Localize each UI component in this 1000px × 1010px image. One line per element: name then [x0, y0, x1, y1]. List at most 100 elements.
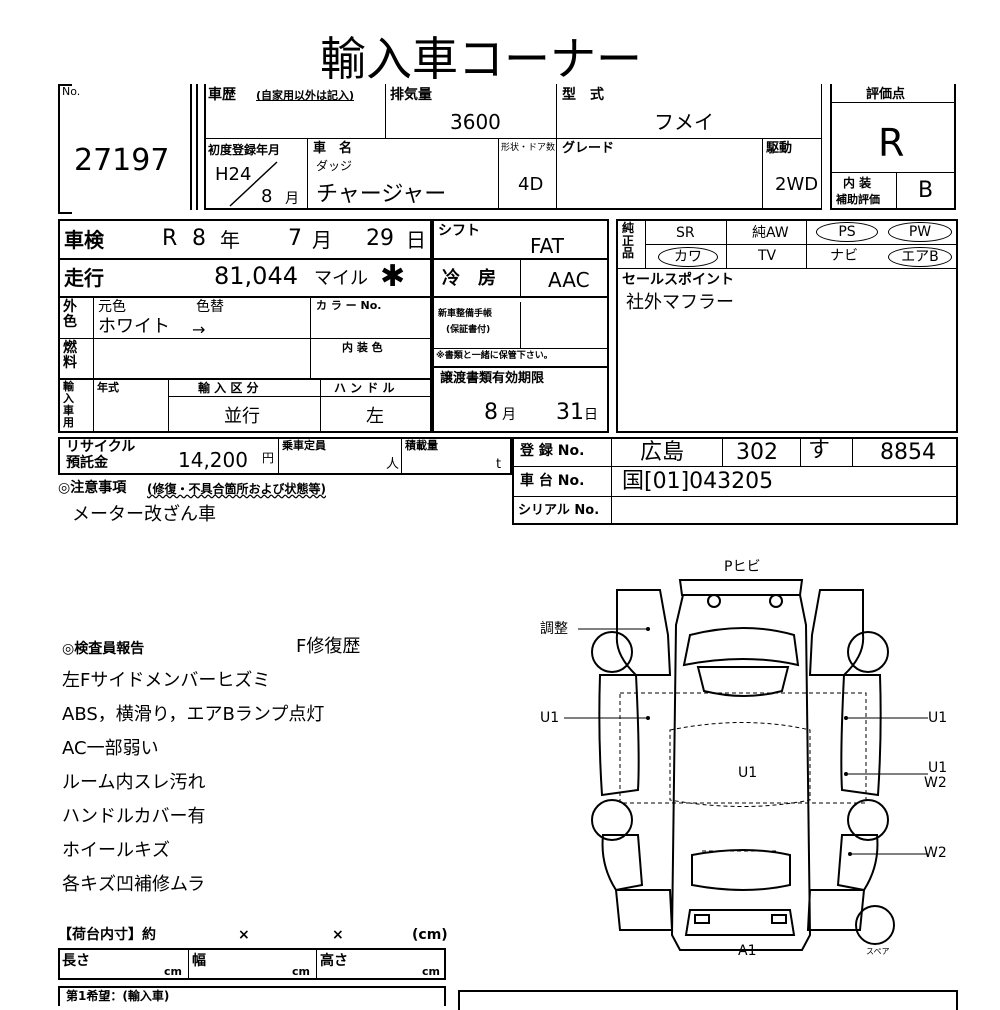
inspection-era: R	[162, 226, 178, 251]
option-leather: カワ	[658, 247, 718, 267]
cargo-height-unit: cm	[422, 965, 440, 978]
inspection-table	[58, 219, 432, 433]
diagram-bottom-label: A1	[738, 943, 757, 959]
recycle-label-1: リサイクル	[66, 439, 136, 455]
chassis-value: 国[01]043205	[622, 469, 774, 494]
first-reg-month-unit: 月	[285, 191, 299, 207]
diagram-right-1-label: U1	[928, 710, 948, 726]
option-alloy-wheel: 純AW	[752, 225, 789, 241]
diagram-left-mid-label: U1	[540, 710, 560, 726]
car-history-label: 車歴	[208, 87, 236, 103]
registration-label: 登 録 No.	[520, 443, 585, 459]
cargo-height-label: 高さ	[320, 953, 348, 969]
interior-rating-label-2: 補助評価	[836, 193, 880, 206]
registration-class: 302	[736, 440, 778, 465]
notes-sublabel: (修復・不具合箇所および状態等)	[147, 482, 326, 496]
inspection-label: 車検	[64, 228, 104, 252]
cargo-x2: ×	[332, 927, 344, 943]
mileage-value: 81,044	[214, 262, 298, 290]
color-arrow: →	[192, 320, 206, 339]
wish-table	[58, 986, 446, 1006]
shape-door-value: 4D	[518, 174, 544, 195]
wish-label: 第1希望：(輸入車)	[66, 989, 170, 1003]
shift-value: FAT	[530, 234, 565, 258]
load-label: 積載量	[405, 439, 438, 452]
option-sr: SR	[676, 225, 695, 241]
registration-kana: す	[808, 438, 831, 463]
bottom-right-table	[458, 990, 958, 1010]
color-no-label: カ ラ ー No.	[316, 299, 382, 312]
interior-rating-label-1: 内 装	[843, 176, 872, 190]
transfer-doc-label: 譲渡書類有効期限	[440, 371, 545, 386]
first-reg-era: H24	[215, 164, 252, 185]
maintenance-note: ※書類と一緒に保管下さい。	[436, 351, 553, 361]
chassis-label: 車 台 No.	[520, 473, 585, 489]
inspection-year: 8	[192, 226, 206, 251]
color-value: ホワイト	[98, 316, 170, 337]
interior-rating-value: B	[918, 178, 934, 203]
diagram-top-label: Pヒビ	[724, 559, 761, 575]
mileage-mark: ✱	[380, 259, 406, 294]
load-unit: t	[496, 457, 502, 472]
drive-value: 2WD	[775, 174, 819, 195]
registration-area: 広島	[640, 440, 685, 465]
capacity-unit: 人	[386, 457, 400, 472]
inspection-month: 7	[288, 226, 302, 251]
registration-table	[512, 437, 958, 525]
diagram-right-3-label: W2	[924, 845, 947, 861]
inspection-day-unit: 日	[406, 228, 426, 252]
diagram-center-label: U1	[738, 765, 758, 781]
cargo-length-unit: cm	[164, 965, 182, 978]
transfer-doc-day: 31	[556, 400, 584, 425]
cargo-x1: ×	[238, 927, 250, 943]
mileage-label: 走行	[64, 266, 104, 290]
option-navi: ナビ	[830, 248, 858, 264]
cargo-unit: (cm)	[412, 927, 448, 943]
inspector-line-2: ABS，横滑り，エアBランプ点灯	[62, 704, 325, 725]
rating-value: R	[878, 121, 905, 165]
options-label: 純正品	[622, 221, 635, 261]
first-reg-month: 8	[261, 186, 273, 207]
inspector-label: ◎検査員報告	[62, 641, 145, 657]
inspector-history: F修復歴	[296, 636, 361, 657]
interior-color-label: 内 装 色	[342, 341, 383, 354]
cargo-width-unit: cm	[292, 965, 310, 978]
cargo-label: 【荷台内寸】約	[58, 927, 156, 943]
ac-value: AAC	[548, 268, 590, 292]
inspection-month-unit: 月	[312, 228, 332, 252]
ac-label: 冷 房	[442, 268, 496, 289]
rating-box	[830, 84, 956, 210]
diagram-spare-label: スペア	[866, 947, 890, 956]
recycle-unit: 円	[262, 451, 275, 465]
lot-number: 27197	[74, 143, 170, 178]
transfer-doc-month: 8	[484, 400, 498, 425]
recycle-label-2: 預託金	[66, 455, 108, 471]
option-power-window: PW	[888, 222, 952, 242]
option-tv: TV	[758, 248, 777, 264]
maintenance-label-1: 新車整備手帳	[438, 309, 493, 319]
sales-point-value: 社外マフラー	[626, 292, 734, 313]
inspector-line-5: ハンドルカバー有	[62, 806, 206, 827]
transfer-doc-month-unit: 月	[502, 407, 516, 423]
option-airbag: エアB	[888, 247, 952, 267]
model-type-value: フメイ	[654, 110, 714, 134]
inspector-line-7: 各キズ凹補修ムラ	[62, 874, 206, 895]
recycle-table	[58, 437, 512, 475]
inspector-line-4: ルーム内スレ汚れ	[62, 772, 206, 793]
diagram-right-2a-label: U1	[928, 760, 948, 776]
recycle-value: 14,200	[178, 448, 248, 472]
vehicle-info-table	[204, 84, 822, 210]
inspector-line-1: 左Fサイドメンバーヒズミ	[62, 670, 271, 691]
import-type-label: 輸 入 区 分	[198, 381, 259, 395]
color-original-label: 元色	[98, 299, 126, 315]
car-history-note: (自家用以外は記入)	[256, 89, 355, 102]
capacity-label: 乗車定員	[282, 439, 326, 452]
mileage-unit: マイル	[314, 268, 368, 289]
sales-point-label: セールスポイント	[622, 272, 734, 288]
inspector-line-6: ホイールキズ	[62, 840, 170, 861]
option-power-steering: PS	[816, 222, 878, 242]
import-type-value: 並行	[224, 406, 260, 427]
shape-door-label: 形状・ドア数	[501, 143, 556, 153]
color-label: 外色	[63, 299, 77, 331]
model-type-label: 型 式	[562, 87, 604, 103]
